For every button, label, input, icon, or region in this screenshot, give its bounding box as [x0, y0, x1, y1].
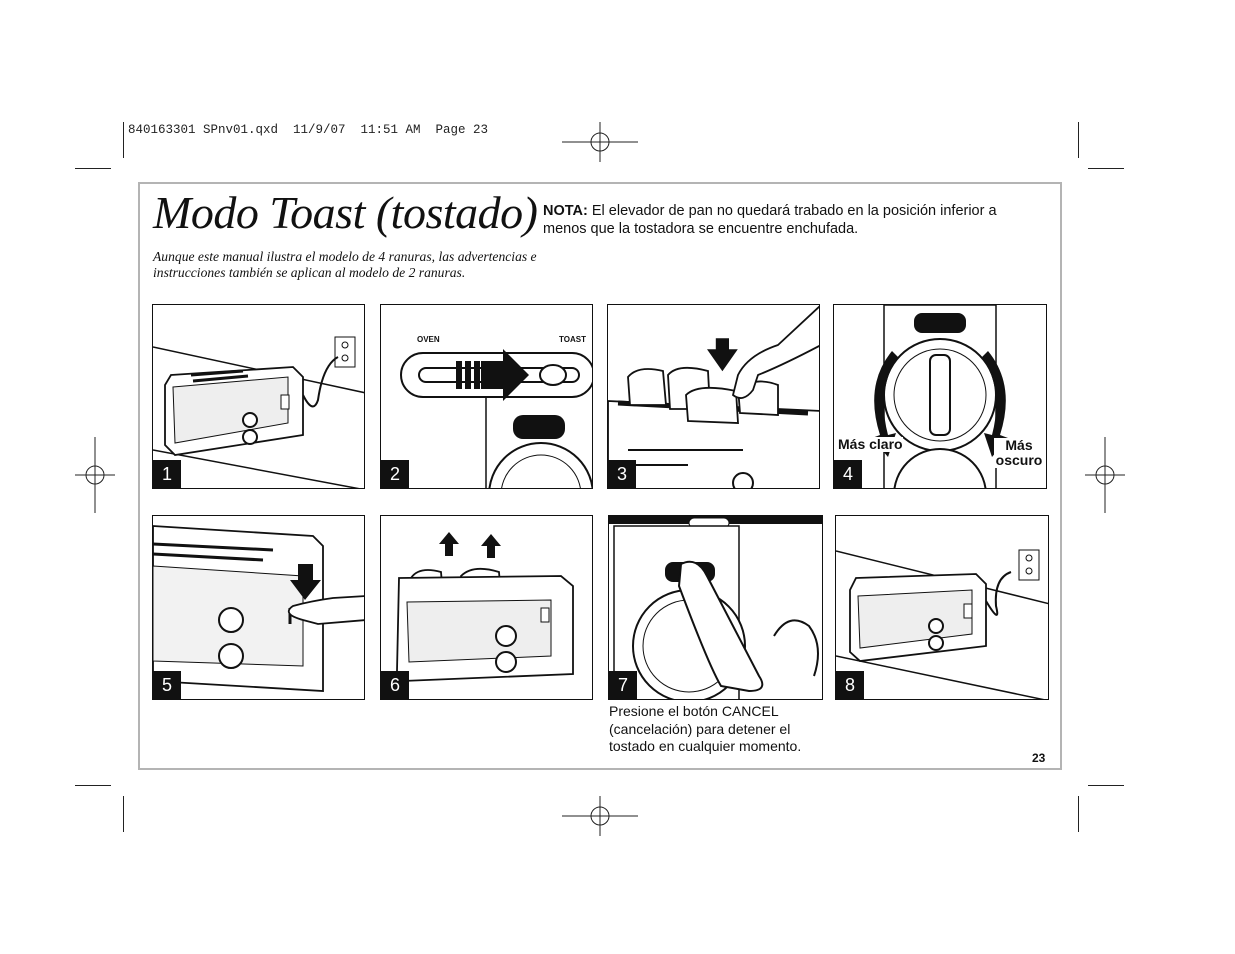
step-panel-5: 5: [152, 515, 365, 700]
insert-bread-illustration: [608, 305, 819, 488]
step-number: 4: [834, 460, 862, 488]
step-number: 3: [608, 460, 636, 488]
step-panel-3: 3: [607, 304, 820, 489]
cancel-button-illustration: [609, 516, 822, 699]
crop-mark: [1078, 796, 1079, 832]
step-number: 7: [609, 671, 637, 699]
press-lever-illustration: [153, 525, 364, 692]
oven-label: OVEN: [417, 335, 440, 344]
step-panel-6: 6: [380, 515, 593, 700]
note-text: El elevador de pan no quedará trabado en…: [543, 203, 997, 237]
shade-dial-illustration: [872, 305, 1008, 488]
registration-mark-left: [75, 437, 115, 513]
registration-mark-top: [562, 122, 638, 162]
toaster-plug-illustration: [153, 336, 364, 488]
step-number: 1: [153, 460, 181, 488]
step-number: 5: [153, 671, 181, 699]
step-panel-8: 8: [835, 515, 1049, 700]
step-panel-1: 1: [152, 304, 365, 489]
crop-mark: [1088, 168, 1124, 169]
toast-label: TOAST: [559, 335, 586, 344]
intro-text: Aunque este manual ilustra el modelo de …: [153, 249, 537, 280]
note-label: NOTA:: [543, 203, 588, 219]
toast-pops-up-illustration: [396, 532, 574, 682]
registration-mark-bottom: [562, 796, 638, 836]
lighter-label: Más claro: [838, 436, 903, 452]
darker-label: Más oscuro: [994, 437, 1044, 468]
page-number: 23: [1032, 751, 1046, 765]
step-panel-2: OVEN TOAST 2: [380, 304, 593, 489]
page-frame: [138, 182, 1062, 770]
print-slug: 840163301 SPnv01.qxd 11/9/07 11:51 AM Pa…: [128, 123, 489, 137]
crop-mark: [1088, 785, 1124, 786]
crop-mark: [123, 796, 124, 832]
crop-mark: [75, 168, 111, 169]
step-number: 2: [381, 460, 409, 488]
step-7-caption: Presione el botón CANCEL (cancelación) p…: [609, 703, 802, 754]
crop-mark: [1078, 122, 1079, 158]
page-title: Modo Toast (tostado): [153, 187, 538, 238]
registration-mark-right: [1085, 437, 1125, 513]
mode-selector-illustration: [400, 349, 592, 488]
crop-mark: [123, 122, 124, 158]
step-panel-7: 7: [608, 515, 823, 700]
crop-mark: [75, 785, 111, 786]
step-number: 8: [836, 671, 864, 699]
step-panel-4: Más claro Más oscuro 4: [833, 304, 1047, 489]
toaster-unplug-illustration: [836, 549, 1048, 699]
step-number: 6: [381, 671, 409, 699]
note: NOTA: El elevador de pan no quedará trab…: [543, 203, 1043, 238]
